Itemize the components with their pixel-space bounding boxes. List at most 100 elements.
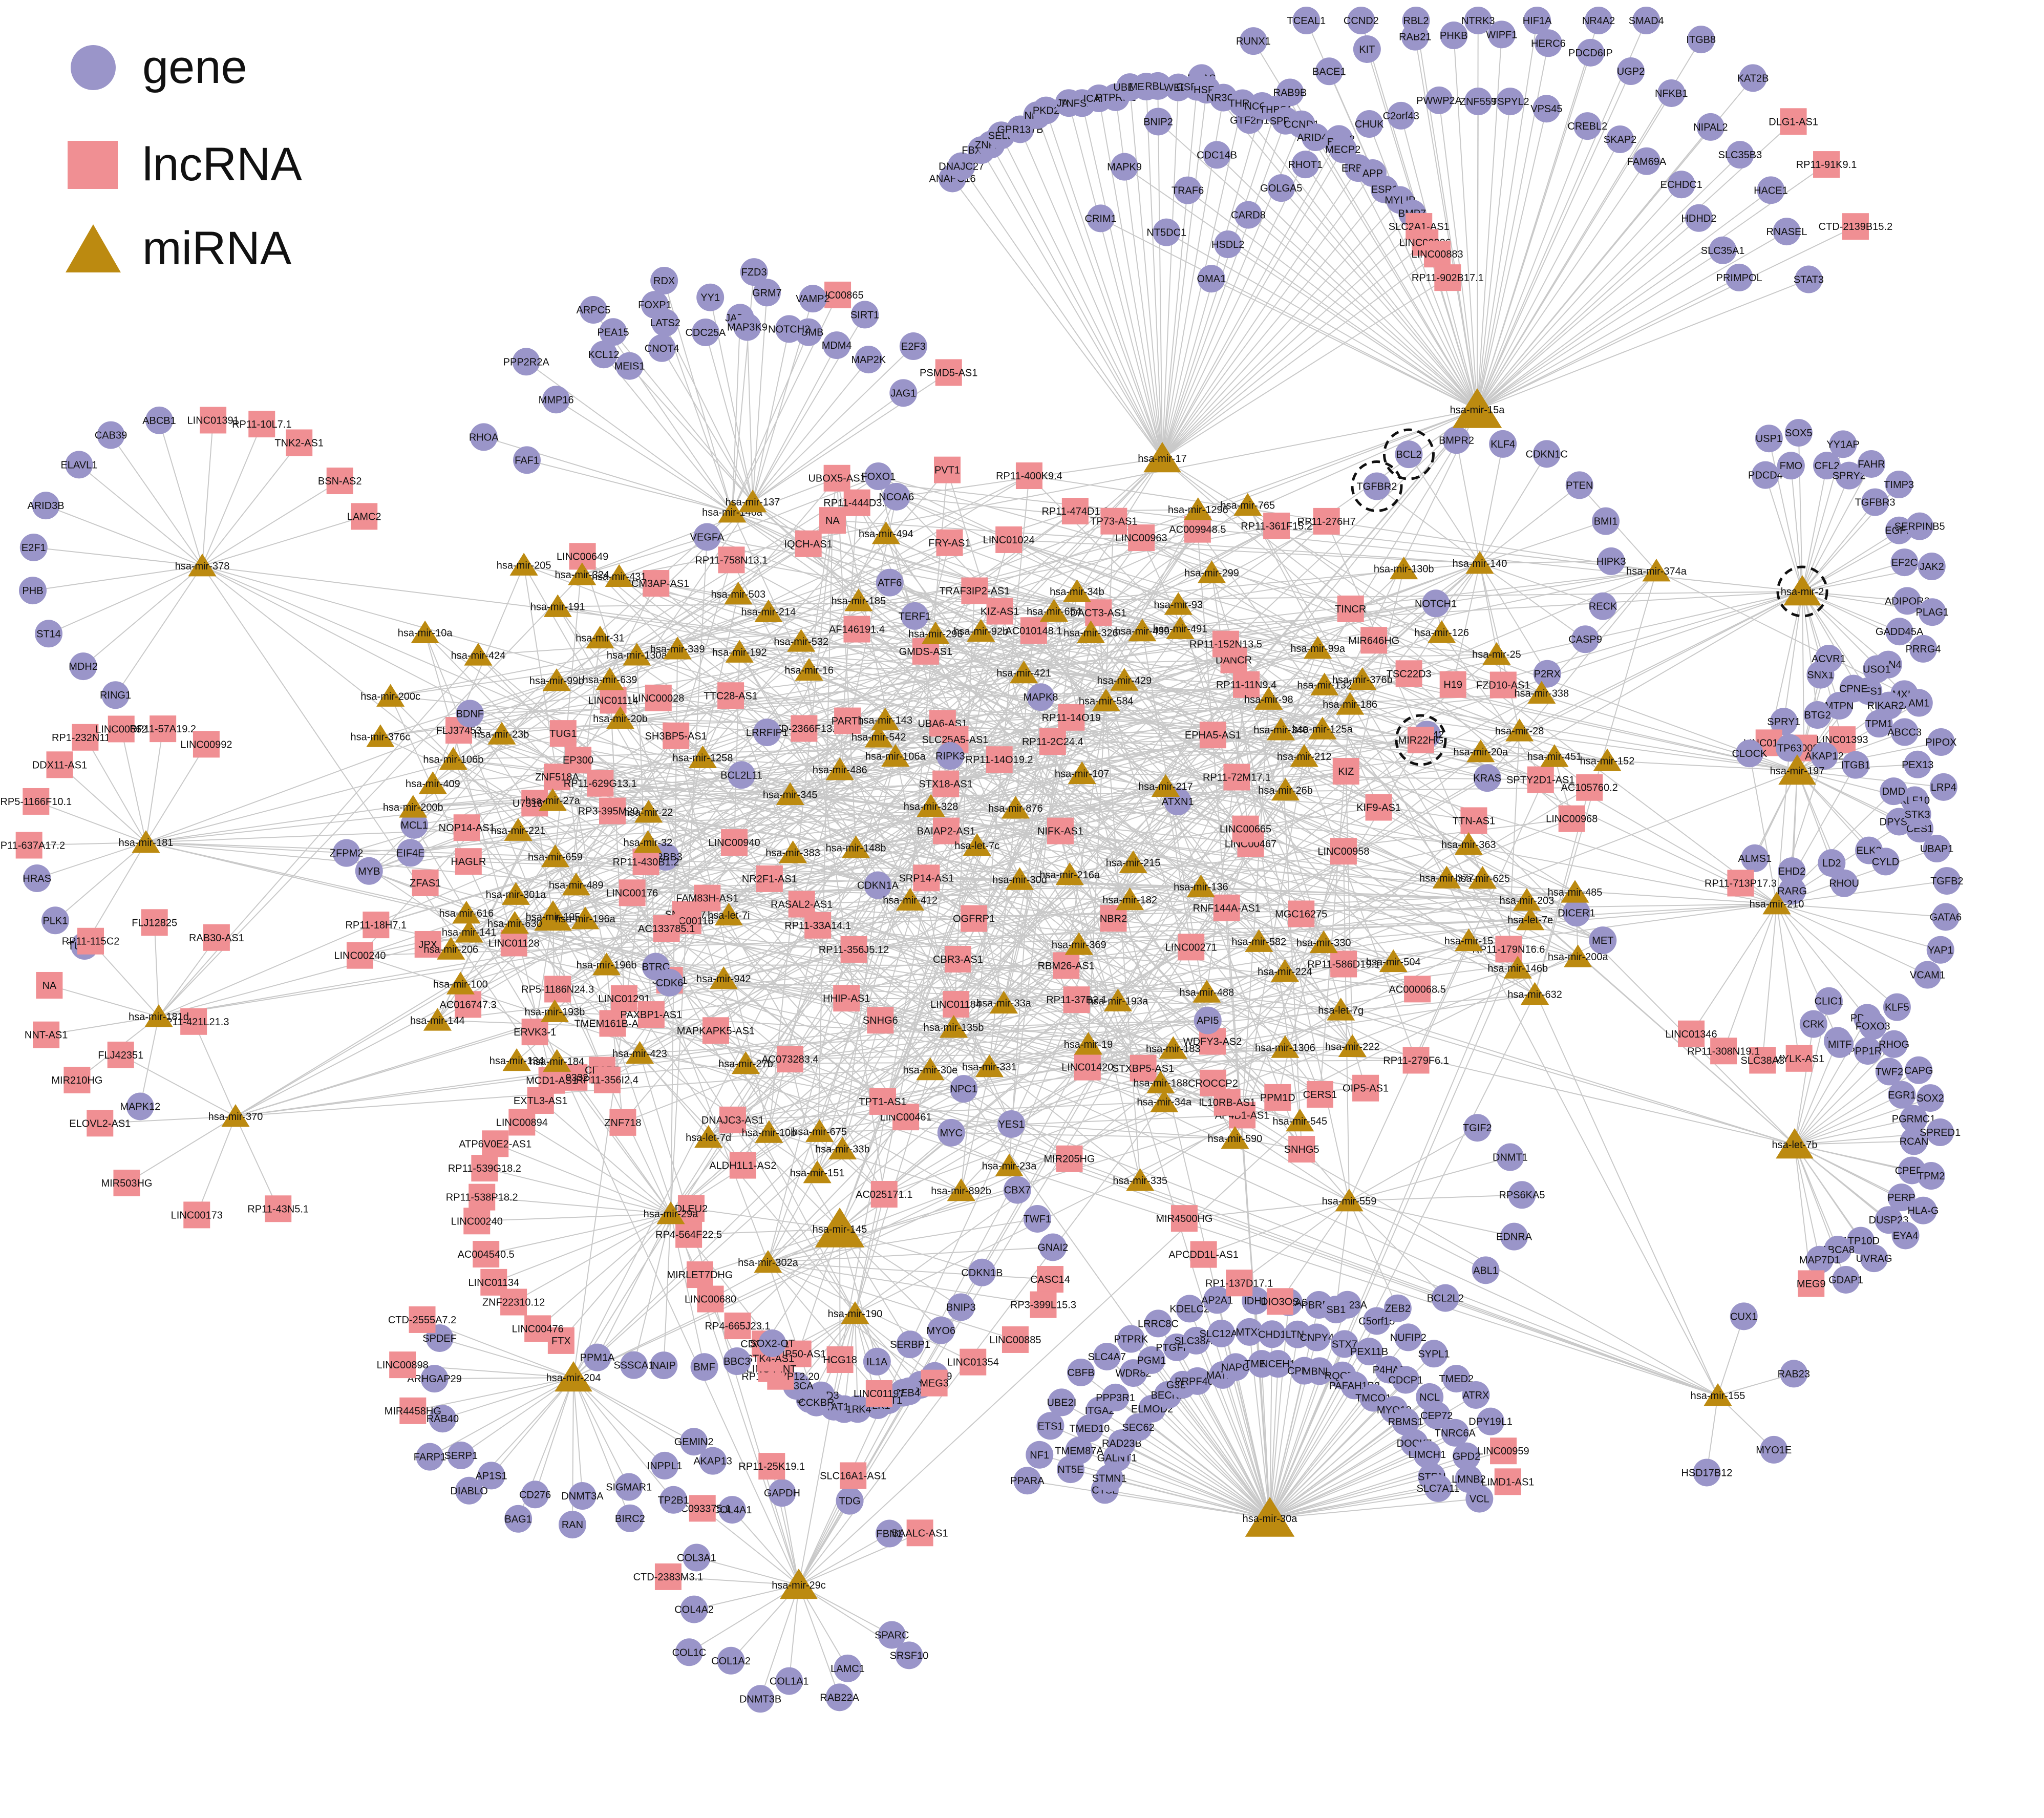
node-label: RDX (653, 276, 675, 287)
node-label: ZEB2 (1385, 1303, 1411, 1315)
edge (578, 759, 1469, 845)
gene-circle (1571, 625, 1600, 653)
gene-circle (1835, 461, 1863, 490)
node-label: PIPOX (1925, 737, 1956, 748)
mirna-triangle (1092, 688, 1120, 711)
lncrna-square (141, 909, 168, 936)
lncrna-node-h19: H19 (1439, 671, 1466, 698)
lncrna-node-stxbp5-as1: STXBP5-AS1 (1112, 1054, 1174, 1082)
mirna-triangle (504, 818, 533, 841)
legend-label-mirna: miRNA (142, 222, 292, 274)
gene-circle (41, 906, 69, 935)
edge (836, 478, 857, 848)
mirna-node-hsa-mir-155: hsa-mir-155 (1691, 1383, 1745, 1406)
gene-circle (648, 334, 676, 362)
edge (1162, 173, 1373, 459)
lncrna-node-rp4-564f22-5: RP4-564F22.5 (655, 1221, 722, 1248)
edge (552, 680, 1125, 917)
mirna-triangle (1128, 618, 1157, 642)
edge (1269, 1442, 1415, 1519)
lncrna-square (1313, 508, 1340, 535)
node-label: hsa-let-7c (954, 840, 999, 852)
node-label: KRAS (1473, 773, 1501, 784)
gene-node-sirt1: SIRT1 (850, 301, 879, 329)
node-label: hsa-mir-27a (525, 795, 581, 807)
lncrna-node-sh3bp5-as1: SH3BP5-AS1 (645, 722, 707, 749)
lncrna-node-cbr3-as1: CBR3-AS1 (933, 945, 983, 973)
lncrna-square (697, 1285, 724, 1313)
lncrna-square (23, 788, 50, 815)
edge (1480, 591, 1803, 752)
node-label: KIT (1359, 44, 1375, 55)
edge (793, 830, 1061, 854)
edge (1790, 466, 1803, 592)
node-label: hsa-mir-31 (576, 633, 625, 644)
node-label: API5 (1197, 1016, 1219, 1027)
gene-circle (1222, 1353, 1250, 1381)
mirna-node-hsa-mir-504: hsa-mir-504 (1366, 949, 1421, 973)
node-label: PPP1R7 (1848, 1046, 1887, 1057)
node-label: PGRMC1 (1892, 1114, 1936, 1125)
highlight-ring-bcl2 (1382, 428, 1435, 480)
gene-circle (1687, 26, 1715, 54)
gene-node-map7d1: MAP7D1 (1799, 1245, 1840, 1274)
gene-node-rdx: RDX (650, 266, 678, 294)
gene-node-am1: AM1 (1905, 689, 1933, 717)
lncrna-square (1232, 815, 1259, 842)
edge (48, 565, 203, 635)
lncrna-square (1061, 498, 1089, 525)
edge (1009, 999, 1077, 1166)
lncrna-square (1288, 1136, 1315, 1163)
node-label: PWWP2A (1416, 95, 1462, 107)
gene-circle (1927, 728, 1955, 756)
gene-node-abcb1: ABCB1 (142, 406, 176, 434)
gene-node-pten: PTEN (1565, 471, 1593, 499)
edge (359, 700, 1106, 956)
gene-node-arhgap29: ARHGAP29 (407, 1365, 462, 1393)
node-label: AC004540.5 (458, 1249, 515, 1260)
mirna-triangle (864, 725, 893, 748)
gene-node-dnmt3b: DNMT3B (739, 1685, 781, 1713)
gene-node-spred1: SPRED1 (1920, 1118, 1961, 1147)
gene-circle (620, 1351, 648, 1379)
lncrna-node-ctd-2366f13-1: CTD-2366F13.1 (768, 715, 841, 742)
gene-circle (690, 1353, 718, 1381)
edge (380, 603, 1436, 737)
mirna-triangle (725, 640, 754, 663)
node-label: SB1 (1326, 1304, 1346, 1316)
node-label: SKAP2 (1604, 134, 1636, 145)
node-label: CUX1 (1730, 1311, 1757, 1322)
edge (477, 1213, 671, 1222)
node-label: RBM26-AS1 (1038, 960, 1095, 971)
mirna-node-hsa-mir-195: hsa-mir-195 (526, 900, 580, 931)
gene-circle (1863, 655, 1891, 683)
lncrna-node-na: NA (819, 507, 846, 534)
gene-circle (1880, 777, 1908, 806)
mirna-node-hsa-mir-302a: hsa-mir-302a (738, 1250, 799, 1273)
mirna-node-hsa-mir-340: hsa-mir-340 (1253, 717, 1308, 741)
edge (453, 758, 1577, 914)
lncrna-node-linc01197: LINC01197 (854, 1380, 905, 1407)
edge (359, 955, 1718, 1396)
edge (1794, 1140, 1914, 1145)
node-label: hsa-mir-324 (555, 569, 609, 581)
edge (202, 565, 610, 681)
gene-node-napg: NAPG (1221, 1353, 1250, 1381)
edge (619, 476, 879, 577)
node-label: CBX7 (1004, 1185, 1031, 1196)
node-label: LRRFIP1 (746, 727, 788, 738)
mirna-triangle (1454, 832, 1483, 855)
lncrna-node-linc00968: LINC00968 (1546, 805, 1598, 832)
gene-node-bdnf: BDNF (456, 700, 484, 728)
node-label: RP11-279F6.1 (1383, 1055, 1449, 1066)
node-label: LMNB2 (1452, 1474, 1486, 1485)
edge (798, 1584, 892, 1636)
gene-circle (1534, 29, 1562, 57)
gene-node-rbms1: RBMS1 (1388, 1408, 1423, 1436)
mirna-triangle (780, 1569, 818, 1599)
node-label: TMED10 (1069, 1423, 1110, 1434)
gene-node-dicer1: DICER1 (1558, 899, 1595, 927)
gene-circle (899, 332, 927, 361)
node-label: CRIM1 (1085, 213, 1117, 224)
